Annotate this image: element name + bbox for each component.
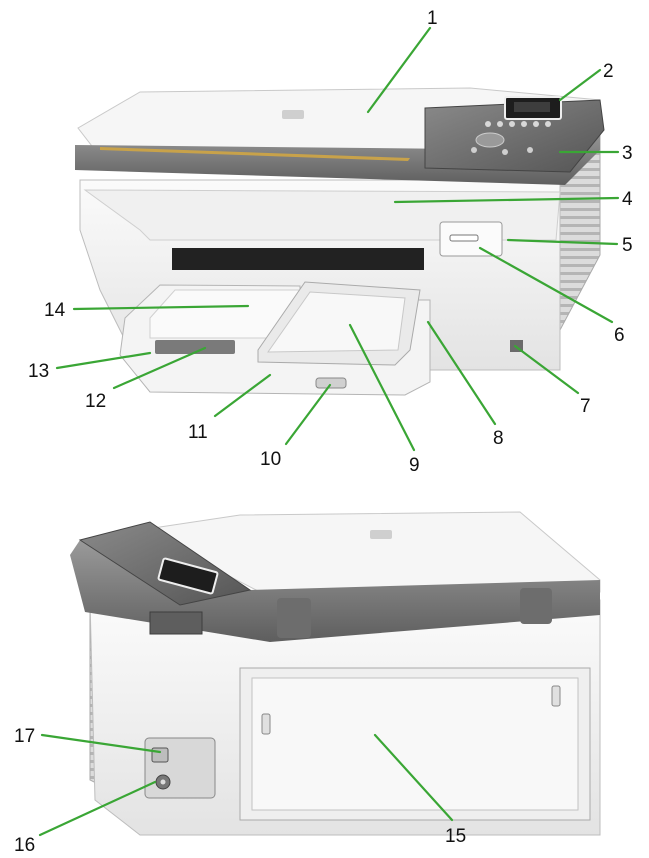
lid-hinge-left (277, 598, 311, 638)
callout-15: 15 (445, 826, 466, 847)
callout-9: 9 (409, 455, 420, 476)
leader-8 (426, 320, 497, 426)
callout-8: 8 (493, 428, 504, 449)
leader-14 (72, 304, 250, 311)
paper-slot (172, 248, 424, 270)
callout-13: 13 (28, 361, 49, 382)
printer-back-view (70, 511, 601, 836)
callout-11: 11 (188, 422, 208, 443)
callout-4: 4 (622, 189, 633, 210)
callout-12: 12 (85, 391, 106, 412)
leader-2 (558, 68, 602, 102)
callout-5: 5 (622, 235, 633, 256)
door-latch-right (551, 685, 561, 707)
callout-3: 3 (622, 143, 633, 164)
door-latch-left (261, 713, 271, 735)
callout-17: 17 (14, 726, 35, 747)
lid-hinge-right (520, 588, 552, 624)
display-glyphs (514, 102, 550, 112)
leader-9 (348, 323, 416, 452)
callout-numbers: 1 2 3 4 5 6 7 8 9 10 11 12 13 14 15 16 1… (14, 8, 633, 856)
panel-label (149, 611, 203, 635)
tray-extender (315, 377, 347, 389)
photo-tray-paper (267, 291, 406, 353)
memory-card-slot (449, 234, 479, 242)
callout-16: 16 (14, 835, 35, 856)
callout-14: 14 (44, 300, 66, 321)
hp-logo-back (370, 530, 392, 539)
display-screen-back (157, 557, 219, 595)
leader-11 (213, 373, 272, 418)
callout-leaders (38, 26, 620, 837)
callout-7: 7 (580, 396, 591, 417)
leader-7 (513, 344, 580, 395)
callout-10: 10 (260, 449, 281, 470)
leader-13 (55, 351, 152, 370)
callout-6: 6 (614, 325, 625, 346)
callout-1: 1 (427, 8, 438, 29)
leader-10 (284, 383, 332, 446)
paper-width-guide (155, 340, 235, 354)
power-port-pin (160, 779, 166, 785)
callout-2: 2 (603, 61, 614, 82)
leader-16 (38, 780, 157, 837)
hp-logo (282, 110, 304, 119)
leader-12 (112, 346, 207, 390)
port-panel (144, 737, 216, 799)
panel-buttons (471, 121, 551, 155)
leader-1 (366, 26, 432, 114)
leader-5 (506, 238, 619, 246)
leader-6 (478, 246, 614, 324)
rear-access-door-inner (251, 677, 579, 811)
leader-17 (40, 733, 162, 754)
accent-strip (100, 147, 410, 161)
leader-15 (373, 733, 454, 822)
leader-4 (393, 196, 620, 204)
printer-front-view (75, 87, 605, 396)
